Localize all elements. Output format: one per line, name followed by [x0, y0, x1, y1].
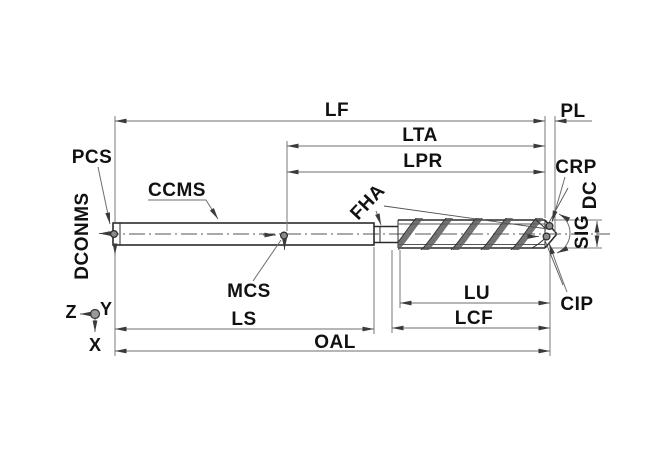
label-cip: CIP: [560, 294, 593, 315]
label-dconms: DCONMS: [72, 192, 93, 279]
flute-spirals: [398, 218, 546, 250]
reference-points: [99, 222, 554, 255]
label-lta: LTA: [402, 125, 438, 146]
extension-lines: [114, 116, 602, 356]
axis-indicator: Z Y X: [66, 299, 113, 355]
leader-lines: [97, 166, 568, 293]
axis-label-x: X: [89, 335, 101, 355]
label-pcs: PCS: [72, 147, 113, 168]
label-lpr: LPR: [403, 151, 443, 172]
dimension-lines: [115, 118, 600, 354]
axis-label-z: Z: [66, 302, 77, 322]
label-crp: CRP: [555, 157, 597, 178]
axis-origin: [89, 308, 101, 320]
label-lu: LU: [464, 283, 490, 304]
label-ls: LS: [231, 309, 256, 330]
dimension-labels: LF PL LTA LPR PCS CCMS DCONMS FHA CRP DC…: [72, 100, 601, 353]
ccms-leader: [148, 199, 219, 220]
axis-label-y: Y: [100, 299, 112, 319]
label-lf: LF: [325, 100, 349, 121]
mcs-leader: [252, 239, 282, 282]
crp-leader: [551, 176, 566, 223]
label-mcs: MCS: [227, 281, 271, 302]
cip-point: [542, 232, 551, 241]
mcs-point: [280, 231, 289, 240]
pcs-point: [109, 230, 118, 239]
fha-arrow: [375, 210, 382, 226]
neck-outline: [374, 225, 398, 244]
label-lcf: LCF: [455, 308, 493, 329]
cip-leader: [548, 242, 568, 293]
label-sig: SIG: [572, 215, 593, 249]
label-dc: DC: [580, 181, 601, 209]
drill-body: [112, 218, 558, 250]
fha-helix-line: [383, 205, 549, 230]
label-fha: FHA: [346, 180, 389, 224]
label-oal: OAL: [314, 332, 356, 353]
pcs-leader: [97, 166, 111, 225]
crp-point: [545, 222, 554, 231]
label-ccms: CCMS: [148, 180, 206, 201]
label-pl: PL: [560, 101, 585, 122]
